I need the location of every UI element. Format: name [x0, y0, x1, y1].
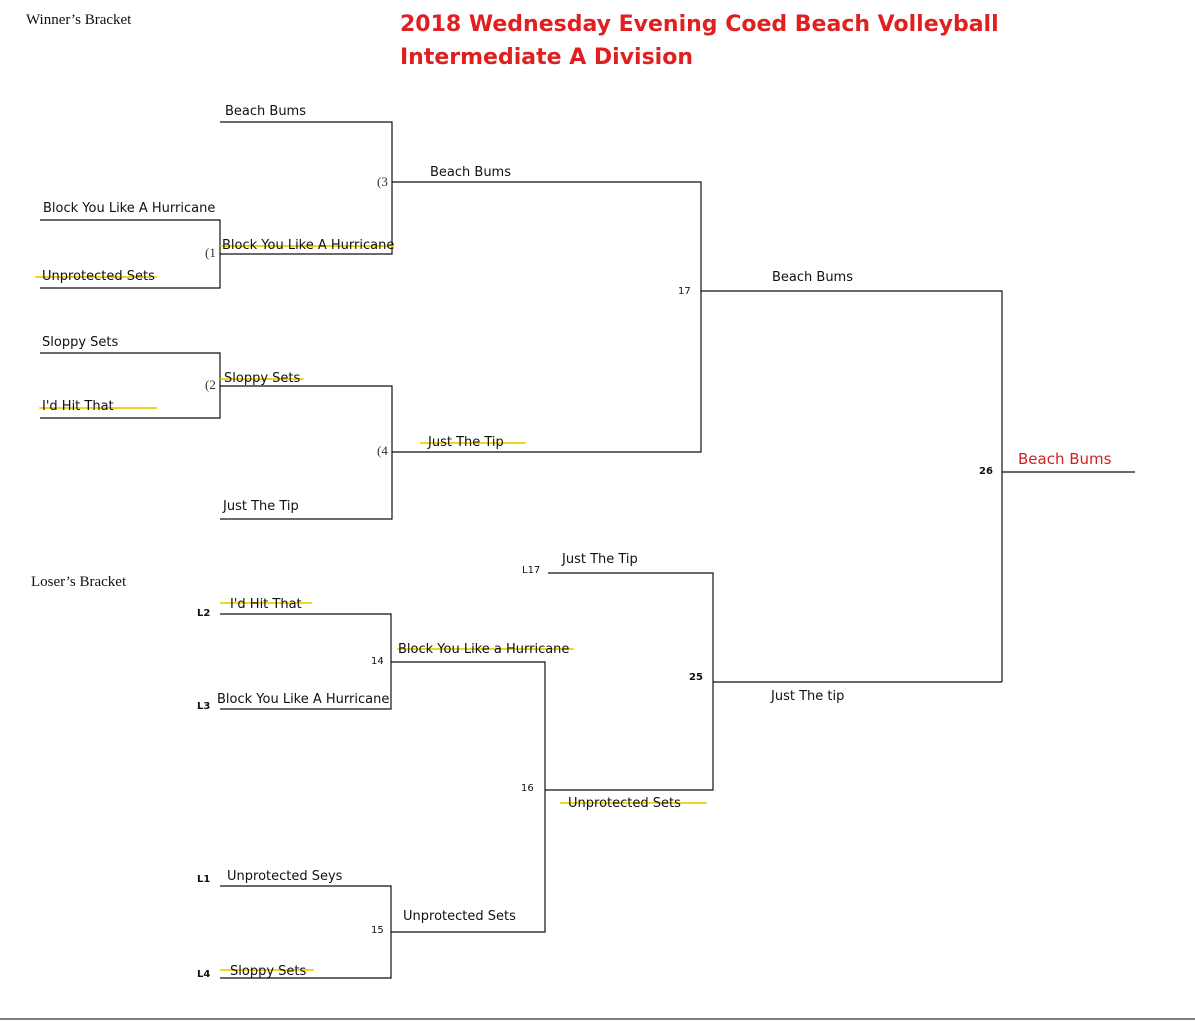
team-unprotected-sets-g16: Unprotected Sets: [568, 796, 681, 811]
loser-label-l1: L1: [197, 874, 211, 885]
team-just-the-tip-seed: Just The Tip: [223, 499, 299, 514]
bracket-line-g16: [391, 661, 546, 933]
bracket-line-g3: [220, 121, 393, 255]
game-label-2: (2: [205, 377, 216, 392]
team-beach-bums-final: Beach Bums: [772, 270, 853, 285]
team-block-hurricane-l3: Block You Like A Hurricane: [217, 692, 390, 707]
team-just-the-tip-l17: Just The Tip: [562, 552, 638, 567]
team-unprotected-sets: Unprotected Sets: [42, 269, 155, 284]
team-block-hurricane-r2: Block You Like A Hurricane: [222, 238, 395, 253]
loser-label-l2: L2: [197, 608, 211, 619]
team-just-the-tip-g25: Just The tip: [771, 689, 845, 704]
game-label-1: (1: [205, 245, 216, 260]
team-just-the-tip-semi: Just The Tip: [428, 435, 504, 450]
team-id-hit-that-l2: I'd Hit That: [230, 597, 302, 612]
team-sloppy-sets-r2: Sloppy Sets: [224, 371, 301, 386]
bracket-line-g25: [545, 572, 714, 791]
page-subtitle: Intermediate A Division: [400, 45, 693, 70]
loser-label-l4: L4: [197, 969, 211, 980]
team-beach-bums-seed: Beach Bums: [225, 104, 306, 119]
loser-label-l3: L3: [197, 701, 211, 712]
game-label-4: (4: [377, 443, 388, 458]
bracket-line-g26-top: [701, 290, 1003, 682]
game-label-17: 17: [678, 286, 691, 297]
game-label-26: 26: [979, 466, 993, 477]
game-label-16: 16: [521, 783, 534, 794]
winners-bracket-label: Winner’s Bracket: [26, 12, 132, 28]
team-id-hit-that: I'd Hit That: [42, 399, 114, 414]
bracket-line-g17: [392, 181, 702, 453]
team-beach-bums-semi: Beach Bums: [430, 165, 511, 180]
game-label-14: 14: [371, 656, 384, 667]
loser-label-l17: L17: [522, 565, 541, 576]
team-block-hurricane-g14: Block You Like a Hurricane: [398, 642, 570, 657]
team-sloppy-sets: Sloppy Sets: [42, 335, 119, 350]
team-sloppy-sets-l4: Sloppy Sets: [230, 964, 307, 979]
losers-bracket-label: Loser’s Bracket: [31, 574, 127, 590]
page-title: 2018 Wednesday Evening Coed Beach Volley…: [400, 12, 999, 37]
game-label-25: 25: [689, 672, 703, 683]
champion-name: Beach Bums: [1018, 450, 1112, 468]
game-label-3: (3: [377, 174, 388, 189]
team-block-you-like-a-hurricane: Block You Like A Hurricane: [43, 201, 216, 216]
team-unprotected-seys-l1: Unprotected Seys: [227, 869, 343, 884]
team-unprotected-sets-g15: Unprotected Sets: [403, 909, 516, 924]
game-label-15: 15: [371, 925, 384, 936]
